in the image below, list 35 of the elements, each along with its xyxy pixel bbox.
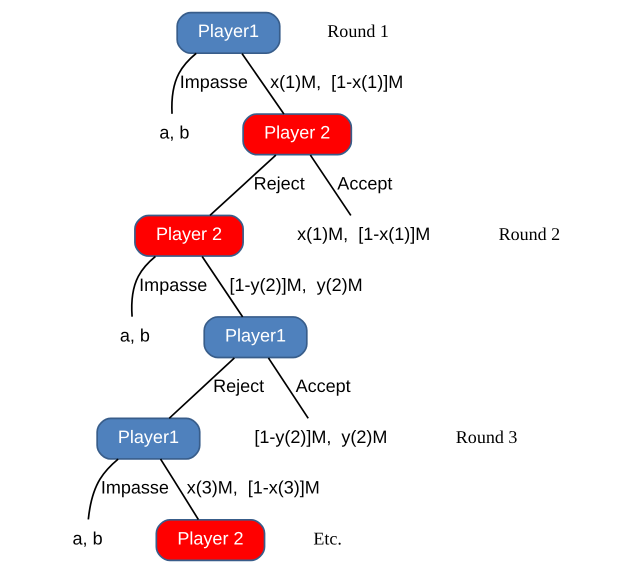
connector bbox=[201, 256, 244, 318]
node-box: Player 2 bbox=[155, 518, 266, 562]
label: Round 3 bbox=[456, 426, 518, 447]
connector bbox=[241, 53, 285, 114]
node-box: Player1 bbox=[176, 12, 281, 54]
edge-label: Impasse bbox=[139, 274, 208, 295]
node-text: a, b bbox=[159, 122, 190, 143]
connector bbox=[87, 458, 119, 520]
edge-label: Impasse bbox=[100, 478, 169, 498]
connector bbox=[160, 458, 200, 520]
node-text: a, b bbox=[120, 326, 150, 346]
edge-label: Accept bbox=[337, 173, 392, 194]
edge-label: [1-y(2)]M, y(2)M bbox=[230, 274, 363, 295]
node-box: Player 2 bbox=[134, 214, 244, 257]
label: Round 1 bbox=[327, 21, 389, 42]
edge-label: Impasse bbox=[180, 72, 248, 92]
connector bbox=[130, 256, 156, 317]
node-box: Player1 bbox=[203, 316, 308, 358]
edge-label: Reject bbox=[254, 173, 305, 194]
node-text: x(1)M, [1-x(1)]M bbox=[297, 224, 430, 244]
node-box: Player 2 bbox=[242, 113, 352, 156]
connector bbox=[209, 154, 276, 216]
connector bbox=[171, 52, 197, 114]
connector bbox=[168, 357, 235, 419]
connector bbox=[310, 154, 352, 216]
edge-label: x(1)M, [1-x(1)]M bbox=[270, 72, 404, 92]
node-text: a, b bbox=[72, 528, 103, 548]
edge-label: Accept bbox=[296, 376, 351, 396]
connector bbox=[268, 357, 309, 419]
node-box: Player1 bbox=[96, 418, 201, 460]
label: Etc. bbox=[313, 528, 342, 548]
edge-label: x(3)M, [1-x(3)]M bbox=[186, 478, 320, 498]
node-text: [1-y(2)]M, y(2)M bbox=[254, 426, 388, 447]
edge-label: Reject bbox=[213, 376, 264, 396]
label: Round 2 bbox=[498, 224, 560, 244]
